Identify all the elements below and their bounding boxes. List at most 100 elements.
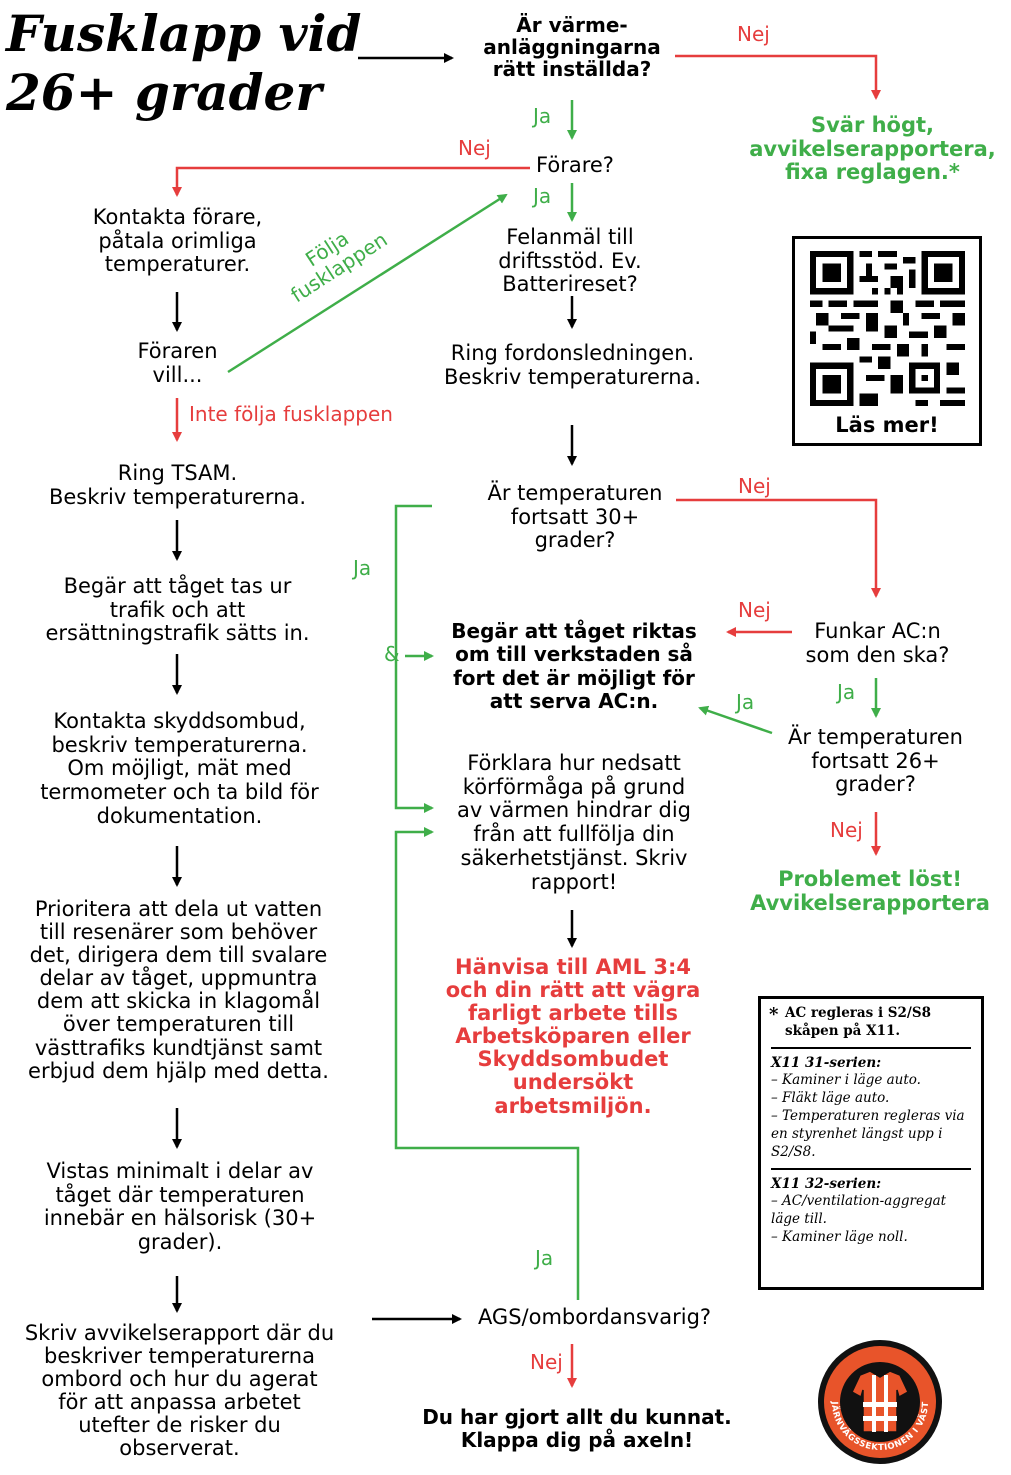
node-done-line: Klappa dig på axeln! bbox=[460, 1427, 694, 1452]
node-swear-line: Svär högt, bbox=[810, 113, 935, 137]
node-write-report-line: Skriv avvikelserapport där du bbox=[24, 1321, 335, 1345]
asterisk-icon: * bbox=[769, 1004, 779, 1025]
node-prioritize-line: Prioritera att dela ut vatten bbox=[34, 897, 323, 921]
node-prioritize: Prioritera att dela ut vatten till resen… bbox=[6, 897, 351, 1083]
node-swear-line: avvikelserapportera, bbox=[749, 136, 996, 161]
node-call-tsam-line: Beskriv temperaturerna. bbox=[48, 484, 307, 509]
node-q-temp26-line: fortsatt 26+ bbox=[811, 748, 940, 773]
node-report-fault: Felanmäl till driftsstöd. Ev. Batterires… bbox=[470, 225, 670, 297]
node-report-fault-line: Felanmäl till bbox=[506, 225, 634, 249]
node-refer-aml: Hänvisa till AML 3:4 och din rätt att vä… bbox=[432, 955, 714, 1118]
node-contact-safety: Kontakta skyddsombud, beskriv temperatur… bbox=[12, 709, 347, 829]
node-call-fleet: Ring fordonsledningen. Beskriv temperatu… bbox=[420, 341, 725, 389]
node-explain-line: Förklara hur nedsatt bbox=[467, 751, 681, 775]
node-contact-safety-line: termometer och ta bild för bbox=[40, 780, 319, 805]
node-call-tsam-line: Ring TSAM. bbox=[117, 461, 238, 485]
series-32-title: X11 32-serien: bbox=[771, 1175, 882, 1192]
node-contact-driver-line: påtala orimliga bbox=[98, 228, 257, 253]
node-explain-line: av värmen hindrar dig bbox=[457, 798, 691, 823]
node-q-ags: AGS/ombordansvarig? bbox=[477, 1305, 712, 1329]
title-line-2: 26+ grader bbox=[6, 63, 322, 122]
node-request-workshop-line: fort det är möjligt för bbox=[453, 665, 695, 690]
node-refer-aml-line: arbetsmiljön. bbox=[494, 1093, 652, 1118]
node-q-temp26-line: Är temperaturen bbox=[788, 725, 963, 749]
footnote-heading: * AC regleras i S2/S8 skåpen på X11. bbox=[769, 1004, 971, 1041]
qr-label: Läs mer! bbox=[835, 413, 939, 437]
node-q-ac-line: Funkar AC:n bbox=[814, 619, 941, 643]
node-driver-wants-line: Föraren bbox=[137, 339, 218, 363]
series-31-item: – Temperaturen regleras via en styrenhet… bbox=[771, 1108, 965, 1160]
page-title: Fusklapp vid 26+ grader bbox=[6, 4, 362, 122]
node-call-tsam: Ring TSAM. Beskriv temperaturerna. bbox=[20, 461, 335, 509]
label-ja-driver: Ja bbox=[533, 184, 552, 208]
node-request-workshop-line: om till verkstaden så bbox=[455, 642, 693, 667]
node-explain-line: körförmåga på grund bbox=[462, 774, 686, 799]
node-q-temp30-line: fortsatt 30+ bbox=[510, 504, 640, 529]
node-refer-aml-line: Skyddsombudet bbox=[477, 1047, 669, 1072]
node-write-report-line: för att anpassa arbetet bbox=[58, 1390, 301, 1415]
node-refer-aml-line: och din rätt att vägra bbox=[445, 978, 701, 1003]
node-swear: Svär högt, avvikelserapportera, fixa reg… bbox=[735, 113, 1010, 185]
node-q-ac-line: som den ska? bbox=[805, 642, 950, 667]
node-refer-aml-line: Hänvisa till AML 3:4 bbox=[455, 955, 691, 979]
label-nej-ags: Nej bbox=[530, 1350, 563, 1374]
node-write-report-line: ombord och hur du agerat bbox=[41, 1367, 318, 1392]
node-request-workshop: Begär att tåget riktas om till verkstade… bbox=[425, 619, 723, 714]
divider bbox=[771, 1167, 971, 1170]
node-request-remove-line: trafik och att bbox=[109, 597, 246, 622]
label-not-follow: Inte följa fusklappen bbox=[189, 402, 393, 426]
node-solved: Problemet löst! Avvikelserapportera bbox=[735, 867, 1005, 915]
footnote-box: * AC regleras i S2/S8 skåpen på X11. X11… bbox=[758, 996, 984, 1290]
node-solved-line: Avvikelserapportera bbox=[750, 890, 990, 915]
label-ja-q30: Ja bbox=[353, 556, 372, 580]
qr-code-box[interactable]: Läs mer! bbox=[792, 236, 982, 446]
qr-code-icon[interactable] bbox=[810, 251, 965, 406]
arrow-q1-nej bbox=[675, 54, 881, 100]
node-q-ac: Funkar AC:n som den ska? bbox=[795, 619, 960, 667]
series-31-title: X11 31-serien: bbox=[771, 1054, 882, 1071]
node-prioritize-line: det, dirigera dem till svalare bbox=[29, 943, 328, 968]
node-write-report-line: beskriver temperaturerna bbox=[44, 1344, 315, 1369]
node-explain: Förklara hur nedsatt körförmåga på grund… bbox=[440, 751, 708, 894]
node-contact-safety-line: Om möjligt, mät med bbox=[67, 756, 292, 781]
node-call-fleet-line: Beskriv temperaturerna. bbox=[443, 364, 702, 389]
series-31-item: – Kaminer i läge auto. bbox=[771, 1072, 921, 1089]
label-ja-q1: Ja bbox=[533, 104, 552, 128]
node-contact-safety-line: Kontakta skyddsombud, bbox=[53, 709, 306, 733]
node-call-fleet-line: Ring fordonsledningen. bbox=[450, 341, 695, 365]
node-request-workshop-line: Begär att tåget riktas bbox=[451, 619, 697, 643]
node-q-temp26-line: grader? bbox=[835, 772, 916, 797]
node-done: Du har gjort allt du kunnat. Klappa dig … bbox=[393, 1406, 761, 1451]
arrow-q30-ja bbox=[394, 504, 434, 813]
node-refer-aml-line: farligt arbete tills bbox=[468, 1001, 678, 1026]
divider bbox=[771, 1046, 971, 1049]
node-request-remove: Begär att tåget tas ur trafik och att er… bbox=[15, 574, 340, 646]
node-contact-driver-line: temperaturer. bbox=[104, 252, 251, 277]
node-stay-min-line: Vistas minimalt i delar av bbox=[46, 1159, 314, 1183]
union-logo-icon: JÄRNVÄGSSEKTIONEN I VÄST bbox=[818, 1340, 942, 1464]
title-line-1: Fusklapp vid bbox=[6, 4, 362, 63]
node-contact-safety-line: dokumentation. bbox=[96, 803, 263, 828]
node-q-temp30-line: Är temperaturen bbox=[487, 481, 663, 505]
node-q-heating-line: Är värme- bbox=[516, 13, 628, 37]
node-done-line: Du har gjort allt du kunnat. bbox=[422, 1405, 732, 1429]
series-32-item: – Kaminer läge noll. bbox=[771, 1228, 908, 1245]
label-and: & bbox=[384, 642, 400, 666]
node-stay-min: Vistas minimalt i delar av tåget där tem… bbox=[20, 1159, 340, 1255]
label-nej-driver: Nej bbox=[458, 136, 491, 160]
node-write-report-line: utefter de risker du bbox=[78, 1413, 281, 1438]
node-q-driver: Förare? bbox=[536, 153, 614, 177]
node-q-heating-line: anläggningarna bbox=[483, 35, 661, 59]
node-contact-safety-line: beskriv temperaturerna. bbox=[51, 732, 308, 757]
node-write-report: Skriv avvikelserapport där du beskriver … bbox=[2, 1321, 357, 1461]
label-ja-ags: Ja bbox=[535, 1246, 554, 1270]
label-nej-q26: Nej bbox=[830, 818, 863, 842]
node-driver-wants-line: vill... bbox=[152, 362, 203, 387]
node-prioritize-line: över temperaturen till bbox=[62, 1012, 295, 1037]
node-q-temp30-line: grader? bbox=[534, 528, 616, 553]
footnote-heading-text: AC regleras i S2/S8 skåpen på X11. bbox=[785, 1005, 931, 1039]
node-q-heating: Är värme- anläggningarna rätt inställda? bbox=[455, 14, 689, 80]
node-q-temp26: Är temperaturen fortsatt 26+ grader? bbox=[768, 725, 983, 797]
node-contact-driver: Kontakta förare, påtala orimliga tempera… bbox=[55, 205, 300, 277]
